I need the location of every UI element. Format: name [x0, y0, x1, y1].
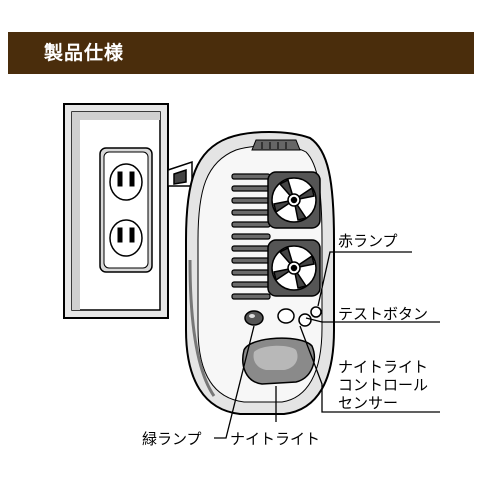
- green-lamp-label: 緑ランプ: [142, 430, 202, 448]
- test-button-label: テストボタン: [338, 305, 429, 323]
- test-button: [277, 308, 295, 324]
- page-title: 製品仕様: [44, 42, 125, 64]
- night-light-control-sensor-label-line2: コントロール: [338, 376, 429, 394]
- top-grille: [251, 139, 301, 151]
- night-light-label: ナイトライト: [230, 430, 321, 448]
- wall-outlet-plate: [63, 103, 169, 319]
- fan-upper: [267, 171, 321, 229]
- red-lamp: [310, 306, 322, 318]
- header-bar: 製品仕様: [8, 32, 474, 74]
- night-light-control-sensor-label-line3: センサー: [338, 394, 399, 412]
- green-lamp: [244, 310, 264, 326]
- plug-prongs: [167, 160, 193, 187]
- night-light-panel: [242, 337, 316, 385]
- red-lamp-label: 赤ランプ: [338, 232, 398, 250]
- control-elements: [244, 306, 322, 327]
- fan-lower: [267, 239, 321, 297]
- night-light-sensor: [298, 313, 312, 327]
- night-light-control-sensor-label-line1: ナイトライト: [338, 358, 429, 376]
- leader-lines: [214, 251, 440, 439]
